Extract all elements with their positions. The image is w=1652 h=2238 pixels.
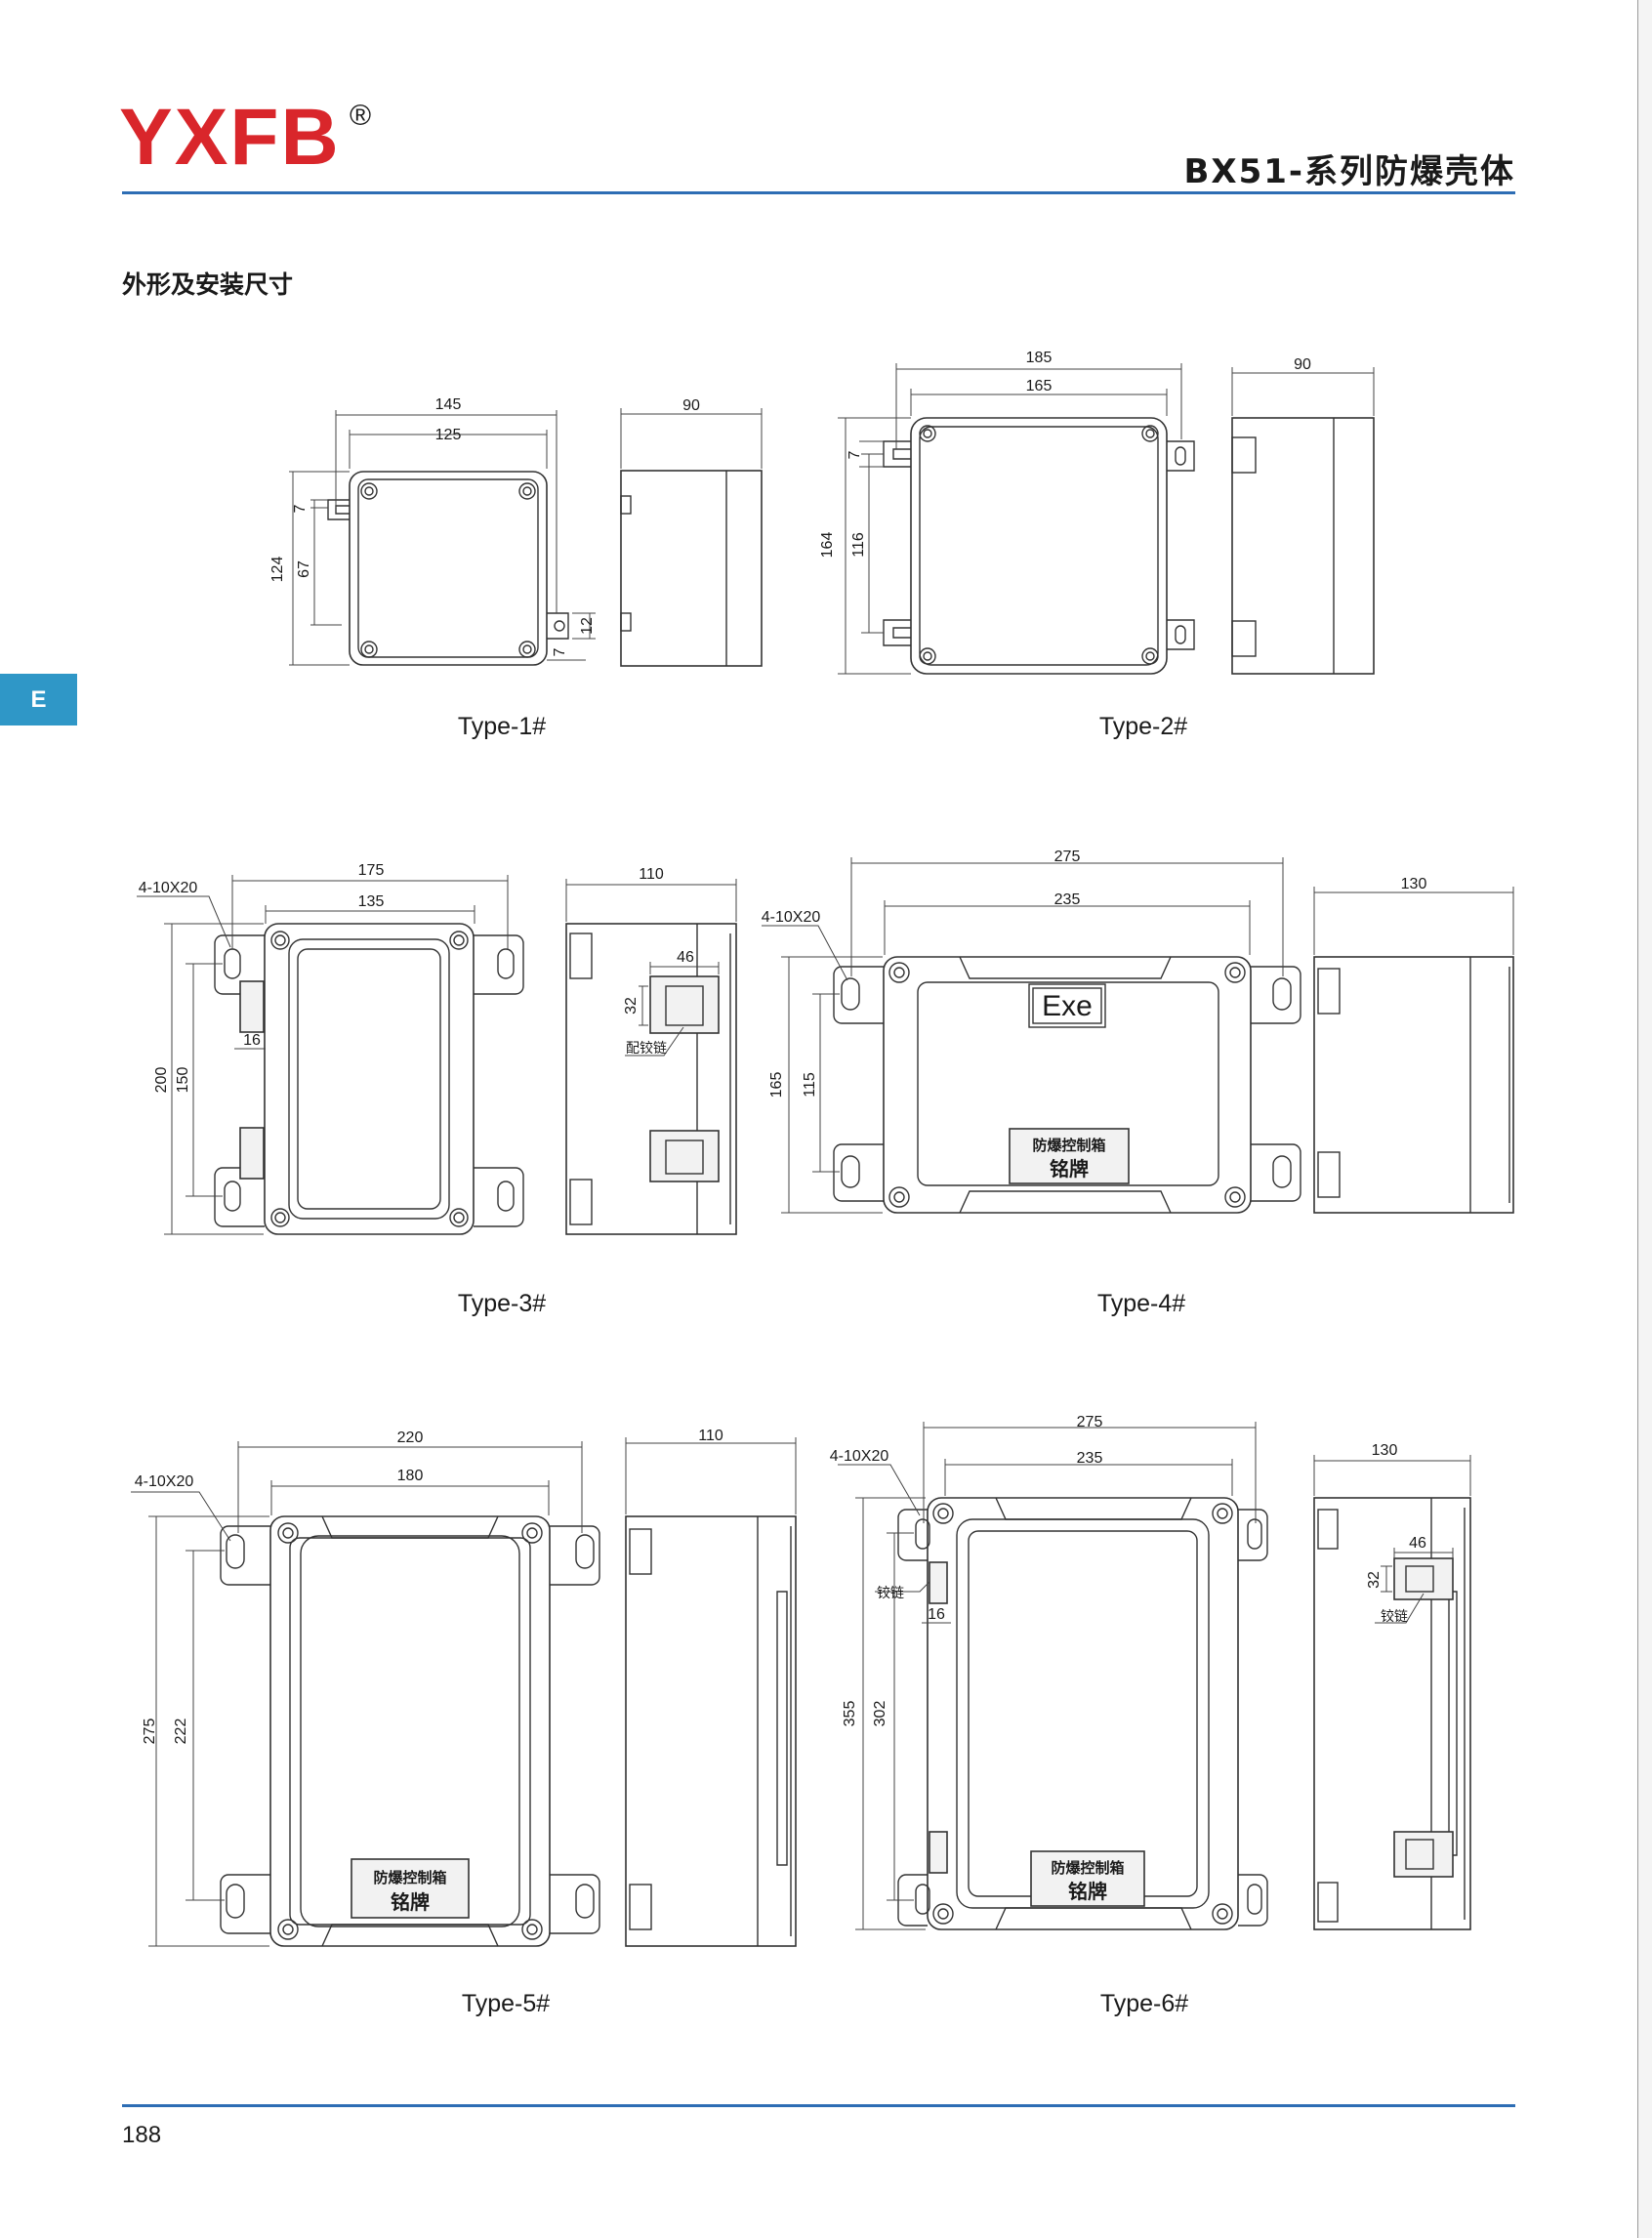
dim-label: 4-10X20 bbox=[139, 880, 198, 896]
dim-label: 130 bbox=[1372, 1442, 1398, 1459]
dim-label: 275 bbox=[142, 1719, 158, 1745]
dim-label: 302 bbox=[872, 1701, 888, 1727]
dim-label: 7 bbox=[847, 450, 863, 459]
nameplate-title: 防爆控制箱 bbox=[1032, 1137, 1105, 1154]
dim-label: 7 bbox=[292, 504, 309, 513]
header-rule bbox=[122, 191, 1515, 194]
series-title: BX51-系列防爆壳体 bbox=[1183, 152, 1515, 191]
side-tab[interactable]: E bbox=[0, 674, 77, 725]
dim-label: 32 bbox=[1366, 1571, 1383, 1589]
dim-label: 110 bbox=[698, 1428, 723, 1444]
dim-label: 275 bbox=[1077, 1414, 1103, 1430]
dim-label: 4-10X20 bbox=[135, 1473, 194, 1490]
dim-label: 145 bbox=[435, 396, 462, 413]
dim-label: 165 bbox=[1026, 378, 1053, 394]
dim-label: 32 bbox=[623, 997, 640, 1015]
dim-label: 67 bbox=[296, 560, 312, 578]
dim-label: 110 bbox=[639, 866, 664, 883]
dim-label: 275 bbox=[1054, 849, 1081, 865]
dim-label: 115 bbox=[802, 1072, 818, 1098]
dim-label: 7 bbox=[552, 647, 568, 656]
caption-type-5: Type-5# bbox=[461, 1990, 551, 2017]
dim-label: 16 bbox=[243, 1032, 261, 1049]
hinge-note: 配铰链 bbox=[626, 1041, 667, 1057]
dim-label: 4-10X20 bbox=[830, 1448, 889, 1465]
dim-label: 164 bbox=[819, 532, 836, 559]
nameplate-label: 铭牌 bbox=[391, 1890, 430, 1914]
dim-label: 90 bbox=[1294, 356, 1311, 373]
nameplate-label: 铭牌 bbox=[1050, 1157, 1089, 1181]
dim-label: 185 bbox=[1026, 350, 1053, 366]
dim-label: 355 bbox=[842, 1701, 858, 1727]
caption-type-1: Type-1# bbox=[457, 713, 547, 740]
hinge-note-front: 铰链 bbox=[877, 1586, 904, 1601]
type-5-side-view: 110 bbox=[625, 1428, 797, 1947]
dim-label: 90 bbox=[682, 397, 700, 414]
dim-label: 130 bbox=[1401, 876, 1427, 892]
type-4-front-view: Exe 防爆控制箱 铭牌 4-10X20 275 235 165 115 bbox=[762, 849, 1301, 1214]
dim-label: 4-10X20 bbox=[762, 909, 821, 926]
registered-mark: ® bbox=[350, 100, 372, 132]
type-2-front-view: 185 165 164 116 7 bbox=[819, 350, 1195, 675]
type-4-side-view: 130 bbox=[1313, 876, 1514, 1214]
dim-label: 175 bbox=[358, 862, 385, 879]
nameplate-title: 防爆控制箱 bbox=[373, 1869, 446, 1886]
type-3-front-view: 4-10X20 175 135 16 200 150 bbox=[137, 862, 524, 1235]
caption-type-4: Type-4# bbox=[1096, 1290, 1186, 1317]
exe-mark: Exe bbox=[1042, 990, 1093, 1022]
dim-label: 165 bbox=[768, 1072, 785, 1098]
type-5-front-view: 防爆控制箱 铭牌 4-10X20 220 180 275 222 bbox=[131, 1430, 600, 1947]
page-number: 188 bbox=[122, 2122, 162, 2148]
caption-type-2: Type-2# bbox=[1098, 713, 1188, 740]
type-2-side-view: 90 bbox=[1231, 356, 1375, 675]
dim-label: 16 bbox=[928, 1606, 945, 1623]
brand-logo: YXFB bbox=[119, 93, 341, 182]
dim-label: 46 bbox=[677, 949, 694, 966]
dim-label: 135 bbox=[358, 893, 385, 910]
nameplate-title: 防爆控制箱 bbox=[1051, 1859, 1124, 1877]
hinge-note: 铰链 bbox=[1381, 1609, 1408, 1625]
dim-label: 220 bbox=[397, 1430, 424, 1446]
type-3-side-view: 110 46 32 配铰链 bbox=[565, 866, 737, 1235]
dim-label: 116 bbox=[850, 532, 867, 558]
nameplate-label: 铭牌 bbox=[1068, 1880, 1107, 1903]
dim-label: 235 bbox=[1077, 1450, 1103, 1467]
type-6-side-view: 130 46 32 铰链 bbox=[1313, 1442, 1471, 1930]
type-1-side-view: 90 bbox=[620, 397, 763, 667]
caption-type-3: Type-3# bbox=[457, 1290, 547, 1317]
type-6-front-view: 防爆控制箱 铭牌 4-10X20 275 235 铰链 16 355 302 bbox=[830, 1414, 1268, 1930]
dim-label: 125 bbox=[435, 427, 462, 443]
page-edge bbox=[1637, 0, 1652, 2238]
dim-label: 124 bbox=[269, 557, 286, 583]
type-1-front-view: 145 125 124 67 7 12 7 bbox=[269, 396, 596, 666]
dim-label: 180 bbox=[397, 1468, 424, 1484]
dim-label: 222 bbox=[173, 1719, 189, 1745]
dim-label: 200 bbox=[153, 1067, 170, 1094]
dim-label: 12 bbox=[579, 617, 596, 635]
side-tab-label: E bbox=[30, 685, 47, 713]
footer-rule bbox=[122, 2104, 1515, 2107]
dim-label: 235 bbox=[1054, 891, 1081, 908]
section-title: 外形及安装尺寸 bbox=[122, 270, 294, 299]
caption-type-6: Type-6# bbox=[1099, 1990, 1189, 2017]
dim-label: 150 bbox=[175, 1067, 191, 1094]
dim-label: 46 bbox=[1409, 1535, 1426, 1552]
